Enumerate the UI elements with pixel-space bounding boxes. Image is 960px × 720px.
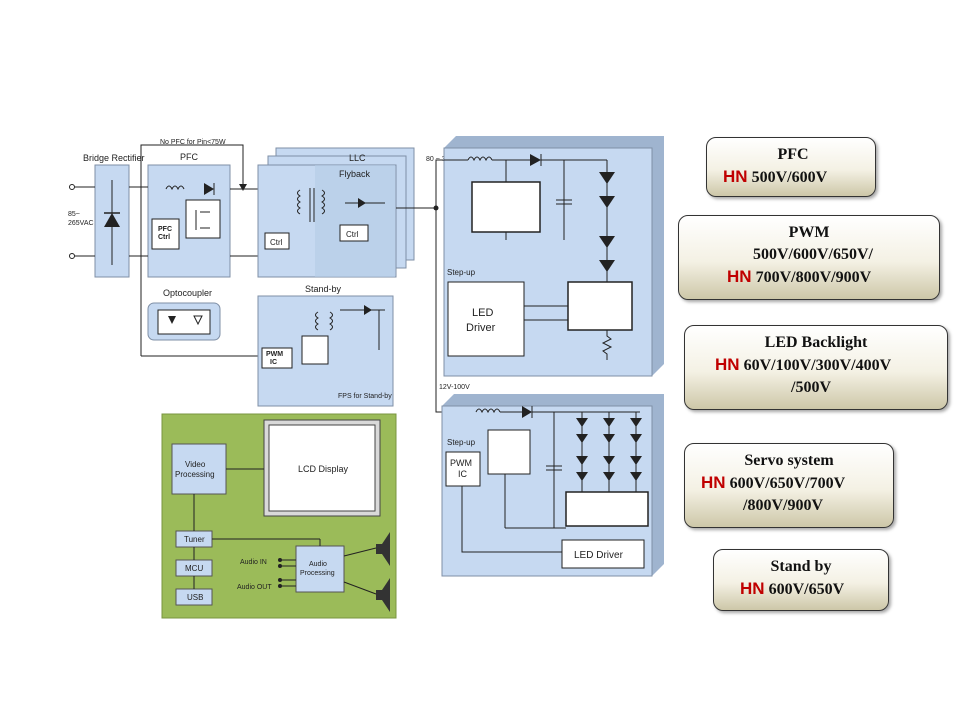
ctrl-label-b: Ctrl: [346, 230, 359, 239]
callout-pwm-line-1: 500V/600V/650V/: [753, 246, 873, 263]
mcu-label: MCU: [185, 564, 203, 573]
tuner-label: Tuner: [184, 535, 205, 544]
voltage-12-100-label: 12V-100V: [439, 384, 470, 391]
pwm-ic-2-line-2: IC: [458, 469, 468, 479]
callout-servo-line-1: 600V/650V/700V: [729, 475, 846, 492]
pwm-ic-standby-label: PWM IC: [266, 351, 285, 366]
tv-board: [161, 413, 397, 619]
callout-led-line-2: /500V: [791, 379, 831, 396]
bridge-rectifier-block: [94, 164, 130, 278]
voltage-80-300-label: 80 ~ 300V: [426, 156, 458, 163]
optocoupler-block: [147, 302, 221, 341]
callout-led-hn: HN: [715, 355, 740, 374]
audio-in-label: Audio IN: [240, 559, 267, 566]
callout-servo-line-2: /800V/900V: [743, 497, 823, 514]
callout-standby-hn: HN: [740, 579, 765, 598]
flyback-label: Flyback: [339, 169, 371, 179]
pfc-ctrl-line-1: PFC: [158, 226, 172, 233]
video-processing-line-1: Video: [185, 460, 206, 469]
audio-processing-label: Audio Processing: [300, 561, 335, 577]
callout-pwm-hn: HN: [727, 267, 752, 286]
audio-processing-line-1: Audio: [309, 561, 327, 568]
usb-label: USB: [187, 593, 203, 602]
pfc-block: [147, 164, 231, 278]
audio-out-label: Audio OUT: [237, 584, 272, 591]
led-driver-1-line-2: Driver: [466, 322, 496, 334]
pfc-ctrl-label: PFC Ctrl: [158, 226, 174, 241]
led-driver-1-line-1: LED: [472, 307, 493, 319]
pwm-ic-2-line-1: PWM: [450, 458, 472, 468]
standby-block: [257, 295, 394, 407]
ac-input-line-1: 85~: [68, 211, 80, 218]
bridge-rectifier-label: Bridge Rectifier: [83, 153, 145, 163]
callout-servo-title: Servo system: [744, 452, 834, 469]
callout-servo-hn: HN: [701, 473, 726, 492]
callout-pfc-hn: HN: [723, 167, 748, 186]
video-processing-line-2: Processing: [175, 470, 215, 479]
pwm-ic-2-label: PWM IC: [450, 458, 475, 479]
callout-standby-values: 600V/650V: [768, 581, 845, 598]
ac-input-terminals: [69, 184, 95, 259]
led-driver-label-2: LED Driver: [574, 550, 624, 561]
lcd-display-label: LCD Display: [298, 464, 349, 474]
video-processing-label: Video Processing: [175, 460, 215, 479]
ac-input-line-2: 265VAC: [68, 220, 94, 227]
fps-standby-label: FPS for Stand-by: [338, 393, 392, 400]
callout-pfc-title: PFC: [777, 146, 809, 163]
pfc-block-label: PFC: [180, 152, 199, 162]
llc-flyback-stack: [257, 147, 415, 278]
led-driver-label-1: LED Driver: [466, 307, 496, 334]
step-up-label-2: Step-up: [447, 438, 476, 447]
ac-input-label: 85~ 265VAC: [68, 211, 94, 227]
ctrl-label-a: Ctrl: [270, 238, 283, 247]
callout-led-title: LED Backlight: [764, 334, 868, 351]
standby-label: Stand-by: [305, 284, 342, 294]
pwm-ic-standby-line-1: PWM: [266, 351, 283, 358]
optocoupler-label: Optocoupler: [163, 288, 212, 298]
callout-led-line-1: 60V/100V/300V/400V: [743, 357, 892, 374]
no-pfc-note: No PFC for Pin<75W: [160, 139, 226, 146]
callout-pfc-values: 500V/600V: [751, 169, 828, 186]
callout-standby-title: Stand by: [770, 558, 832, 575]
callout-pwm-title: PWM: [788, 224, 830, 241]
pwm-ic-standby-line-2: IC: [270, 359, 277, 366]
audio-processing-line-2: Processing: [300, 570, 335, 577]
step-up-label-1: Step-up: [447, 268, 476, 277]
led-backlight-panel-upper: [443, 136, 664, 377]
llc-label: LLC: [349, 153, 366, 163]
pfc-ctrl-line-2: Ctrl: [158, 234, 170, 241]
led-backlight-panel-lower: [441, 394, 664, 577]
callout-pwm-line-2: 700V/800V/900V: [755, 269, 872, 286]
